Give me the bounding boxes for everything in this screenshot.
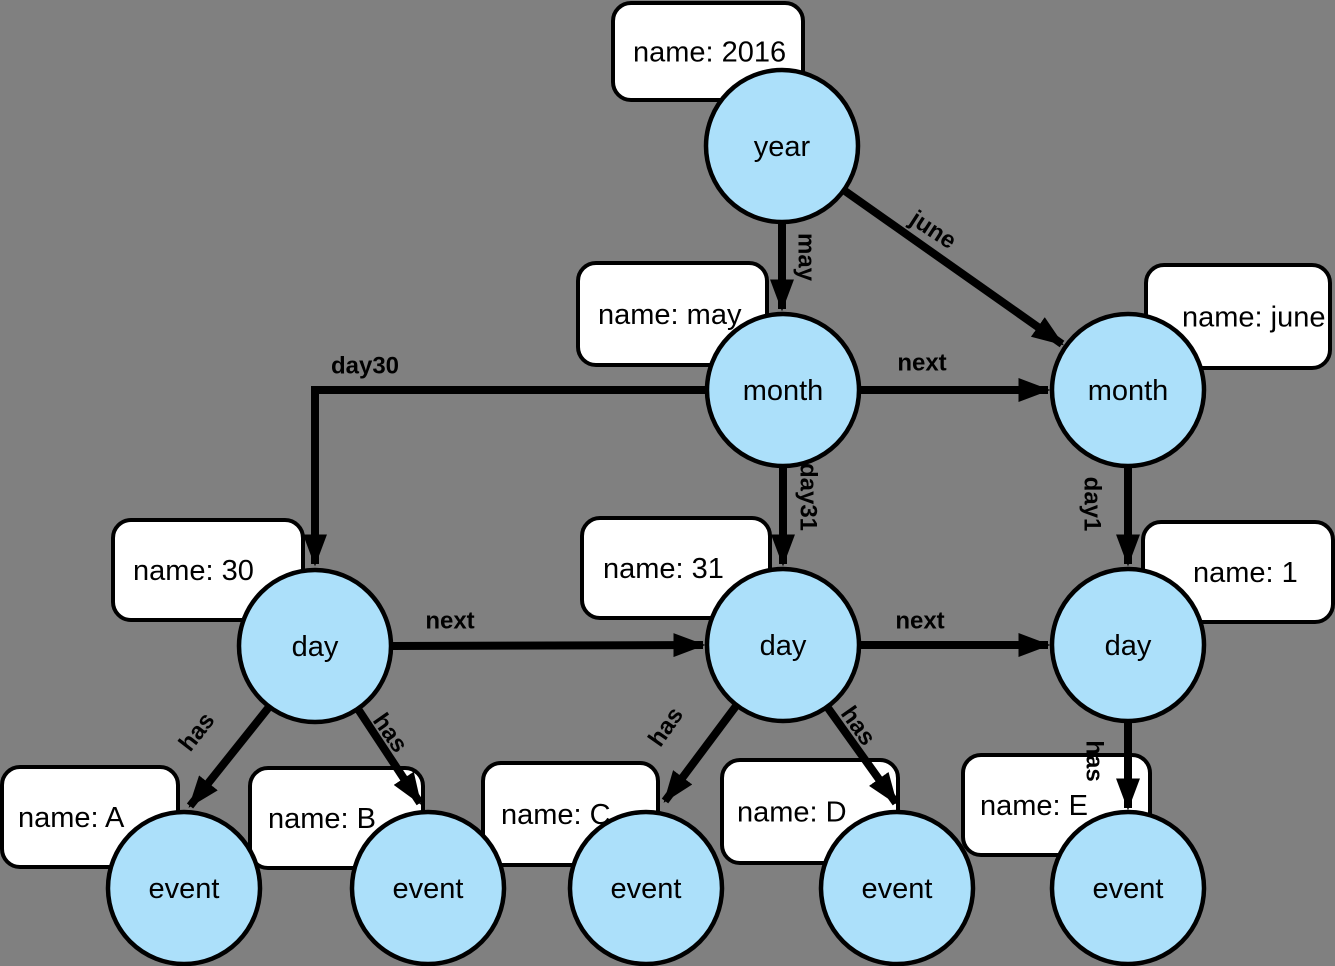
edge-year-may: may bbox=[770, 221, 820, 312]
prop-may-label: name: may bbox=[598, 299, 742, 331]
edge-day31-has-c-line bbox=[661, 703, 740, 804]
node-day-31-circle bbox=[704, 566, 862, 724]
node-event-e: event bbox=[1049, 809, 1207, 966]
node-year: year bbox=[703, 67, 861, 225]
property-box-june: name: june bbox=[1144, 263, 1332, 370]
edge-month-day30-line bbox=[303, 386, 706, 567]
node-year-label: year bbox=[754, 131, 811, 163]
edge-day30-next-line bbox=[392, 633, 706, 658]
node-month-june-label: month bbox=[1088, 375, 1169, 407]
edge-day30-has-a-line bbox=[186, 704, 273, 809]
node-month-may-circle bbox=[704, 311, 862, 469]
node-event-d-circle bbox=[818, 809, 976, 966]
property-boxes-layer: name: 2016 name: may name: june name: 30 nam… bbox=[0, 1, 1335, 870]
edge-month-next-label: next bbox=[897, 350, 946, 377]
edge-month-day31-label: day31 bbox=[795, 463, 822, 531]
nodes-layer: year month month day day day event event event ev… bbox=[105, 67, 1207, 966]
node-event-a-circle bbox=[105, 809, 263, 966]
prop-b-label: name: B bbox=[268, 803, 376, 835]
edge-day31-next: next bbox=[861, 608, 1051, 657]
node-event-d-label: event bbox=[862, 873, 933, 905]
node-day-1: day bbox=[1049, 566, 1207, 724]
edge-month-day30-label: day30 bbox=[331, 353, 399, 380]
node-event-c-label: event bbox=[611, 873, 682, 905]
node-day-30-circle bbox=[236, 567, 394, 725]
property-box-31: name: 31 bbox=[580, 516, 772, 620]
prop-d-label: name: D bbox=[737, 797, 847, 829]
prop-c-label: name: C bbox=[501, 799, 611, 831]
edge-day1-has-e-label: has bbox=[1081, 740, 1108, 781]
node-day-31-label: day bbox=[760, 630, 807, 662]
edge-day1-has-e: has bbox=[1081, 722, 1140, 811]
node-day-30: day bbox=[236, 567, 394, 725]
node-month-may: month bbox=[704, 311, 862, 469]
node-event-b-label: event bbox=[393, 873, 464, 905]
prop-a-label: name: A bbox=[18, 802, 125, 834]
edge-day30-next: next bbox=[392, 608, 706, 658]
edge-month-day31: day31 bbox=[771, 463, 822, 567]
edge-year-june-line bbox=[842, 187, 1065, 348]
prop-1-label: name: 1 bbox=[1193, 557, 1298, 589]
node-year-circle bbox=[703, 67, 861, 225]
node-month-june-circle bbox=[1049, 311, 1207, 469]
node-event-c: event bbox=[567, 809, 725, 966]
node-event-c-circle bbox=[567, 809, 725, 966]
prop-june-label: name: june bbox=[1182, 302, 1326, 334]
node-event-d: event bbox=[818, 809, 976, 966]
node-day-1-circle bbox=[1049, 566, 1207, 724]
node-month-may-label: month bbox=[743, 375, 824, 407]
node-event-a: event bbox=[105, 809, 263, 966]
node-month-june: month bbox=[1049, 311, 1207, 469]
node-event-b: event bbox=[349, 809, 507, 966]
edge-day30-has-b-line bbox=[354, 706, 424, 806]
edge-day31-has-d-line bbox=[824, 705, 900, 806]
edge-day30-next-label: next bbox=[425, 608, 474, 635]
node-day-30-label: day bbox=[292, 631, 339, 663]
node-event-b-circle bbox=[349, 809, 507, 966]
node-day-1-label: day bbox=[1105, 630, 1152, 662]
edge-year-may-label: may bbox=[793, 233, 820, 282]
node-event-e-circle bbox=[1049, 809, 1207, 966]
prop-e-label: name: E bbox=[980, 790, 1088, 822]
edge-month-day1: day1 bbox=[1079, 468, 1140, 567]
edge-month-day30: day30 bbox=[303, 353, 706, 567]
node-event-e-label: event bbox=[1093, 873, 1164, 905]
prop-31-label: name: 31 bbox=[603, 553, 724, 585]
node-day-31: day bbox=[704, 566, 862, 724]
node-event-a-label: event bbox=[149, 873, 220, 905]
prop-2016-label: name: 2016 bbox=[633, 37, 786, 69]
edge-day31-next-label: next bbox=[895, 608, 944, 635]
edge-month-next: next bbox=[860, 350, 1051, 402]
prop-30-label: name: 30 bbox=[133, 555, 254, 587]
edge-month-day1-label: day1 bbox=[1079, 477, 1106, 532]
